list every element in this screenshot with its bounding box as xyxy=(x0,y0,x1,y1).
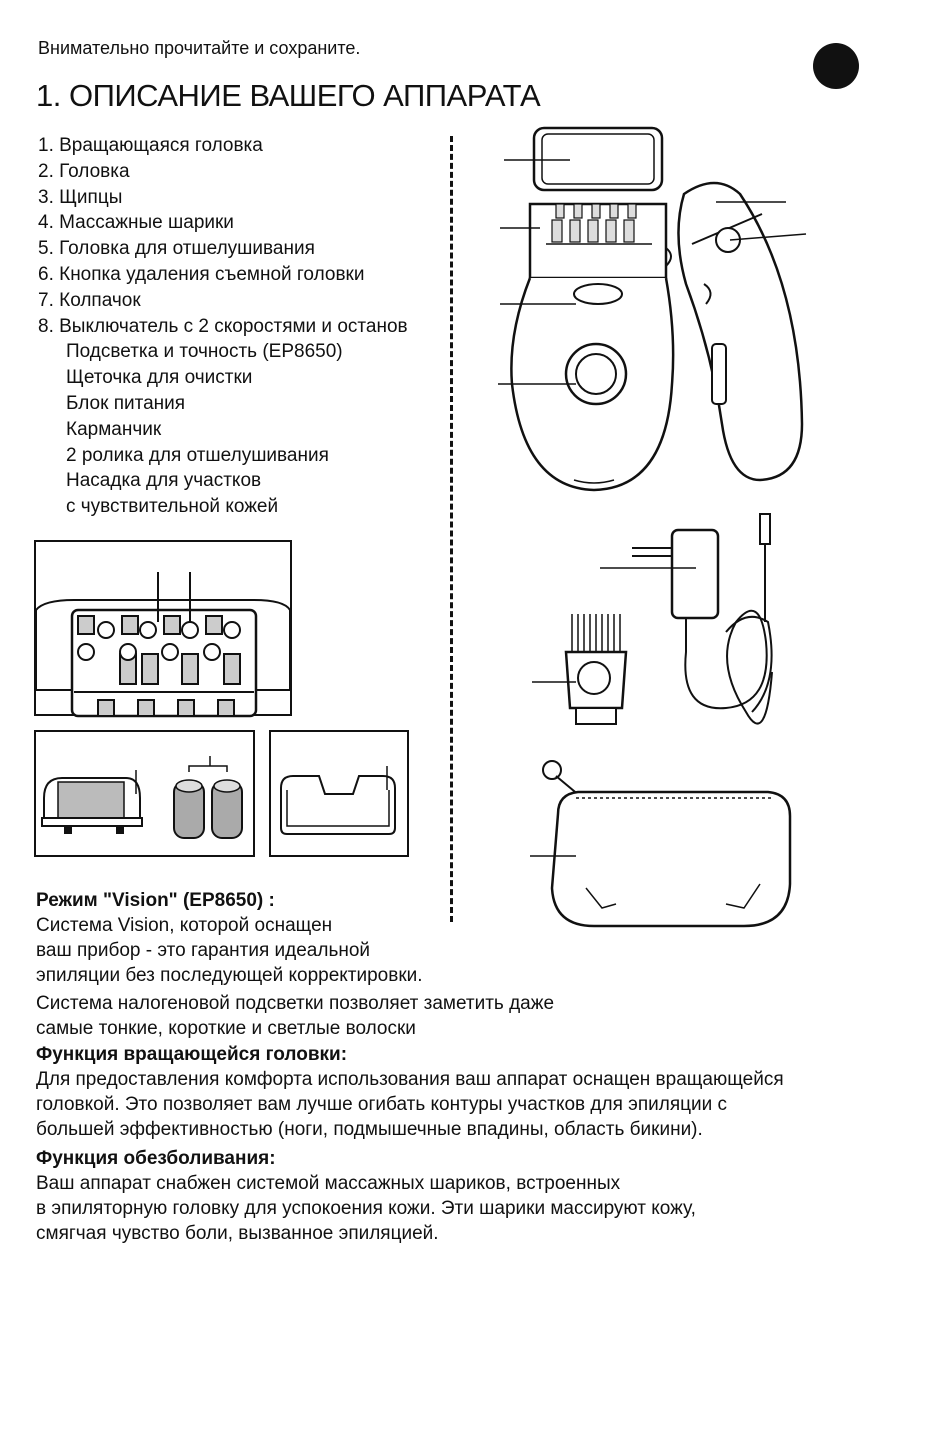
part-item: Щеточка для очистки xyxy=(66,367,253,389)
part-item: 8. Выключатель с 2 скоростями и останов xyxy=(38,315,408,337)
part-item: 3. Щипцы xyxy=(38,186,123,208)
part-item: 5. Головка для отшелушивания xyxy=(38,238,315,260)
cleaning-brush-illustration xyxy=(532,614,628,725)
painless-line: смягчая чувство боли, вызванное эпиляцие… xyxy=(36,1223,439,1244)
vision-line: ваш прибор - это гарантия идеальной xyxy=(36,940,371,961)
part-item: 2. Головка xyxy=(38,160,130,182)
parts-list: 1. Вращающаяся головка 2. Головка 3. Щип… xyxy=(38,133,408,520)
vision-section: Режим "Vision" (EP8650) : Система Vision… xyxy=(36,888,554,1041)
vision-heading: Режим "Vision" (EP8650) : xyxy=(36,890,275,911)
vision-line: эпиляции без последующей корректировки. xyxy=(36,965,423,986)
part-item: 2 ролика для отшелушивания xyxy=(66,444,329,466)
dashed-divider xyxy=(450,136,453,922)
sensitive-cap-illustration xyxy=(269,730,409,857)
painless-section: Функция обезболивания: Ваш аппарат снабж… xyxy=(36,1146,696,1246)
part-item: 1. Вращающаяся головка xyxy=(38,135,263,156)
part-item: Насадка для участков xyxy=(66,470,262,492)
painless-line: в эпиляторную головку для успокоения кож… xyxy=(36,1198,696,1219)
epilator-head-closeup-illustration xyxy=(34,540,292,718)
vision-line: Система Vision, которой оснащен xyxy=(36,915,333,936)
part-item: Подсветка и точность (EP8650) xyxy=(66,341,343,363)
page-title: 1. ОПИСАНИЕ ВАШЕГО АППАРАТА xyxy=(36,78,541,113)
vision-line: самые тонкие, короткие и светлые волоски xyxy=(36,1018,416,1039)
epilator-device-illustration xyxy=(498,126,807,492)
vision-line: Система налогеновой подсветки позволяет … xyxy=(36,993,555,1014)
power-adapter-illustration xyxy=(600,513,773,725)
pouch-illustration xyxy=(530,760,792,928)
rotating-head-section: Функция вращающейся головки: Для предост… xyxy=(36,1042,784,1142)
part-item: с чувствительной кожей xyxy=(66,496,279,518)
language-marker-dot xyxy=(813,43,859,89)
part-item: 4. Массажные шарики xyxy=(38,212,234,234)
part-item: 7. Колпачок xyxy=(38,289,141,311)
rotating-line: головкой. Это позволяет вам лучше огибат… xyxy=(36,1094,728,1115)
painless-line: Ваш аппарат снабжен системой массажных ш… xyxy=(36,1173,621,1194)
intro-text: Внимательно прочитайте и сохраните. xyxy=(38,38,361,58)
painless-heading: Функция обезболивания: xyxy=(36,1148,276,1169)
part-item: Блок питания xyxy=(66,392,186,414)
rotating-line: Для предоставления комфорта использовани… xyxy=(36,1069,784,1090)
part-item: 6. Кнопка удаления съемной головки xyxy=(38,263,365,285)
rotating-heading: Функция вращающейся головки: xyxy=(36,1044,348,1065)
exfoliating-head-rollers-illustration xyxy=(34,730,255,857)
part-item: Карманчик xyxy=(66,418,162,440)
rotating-line: большей эффективностью (ноги, подмышечны… xyxy=(36,1119,703,1140)
